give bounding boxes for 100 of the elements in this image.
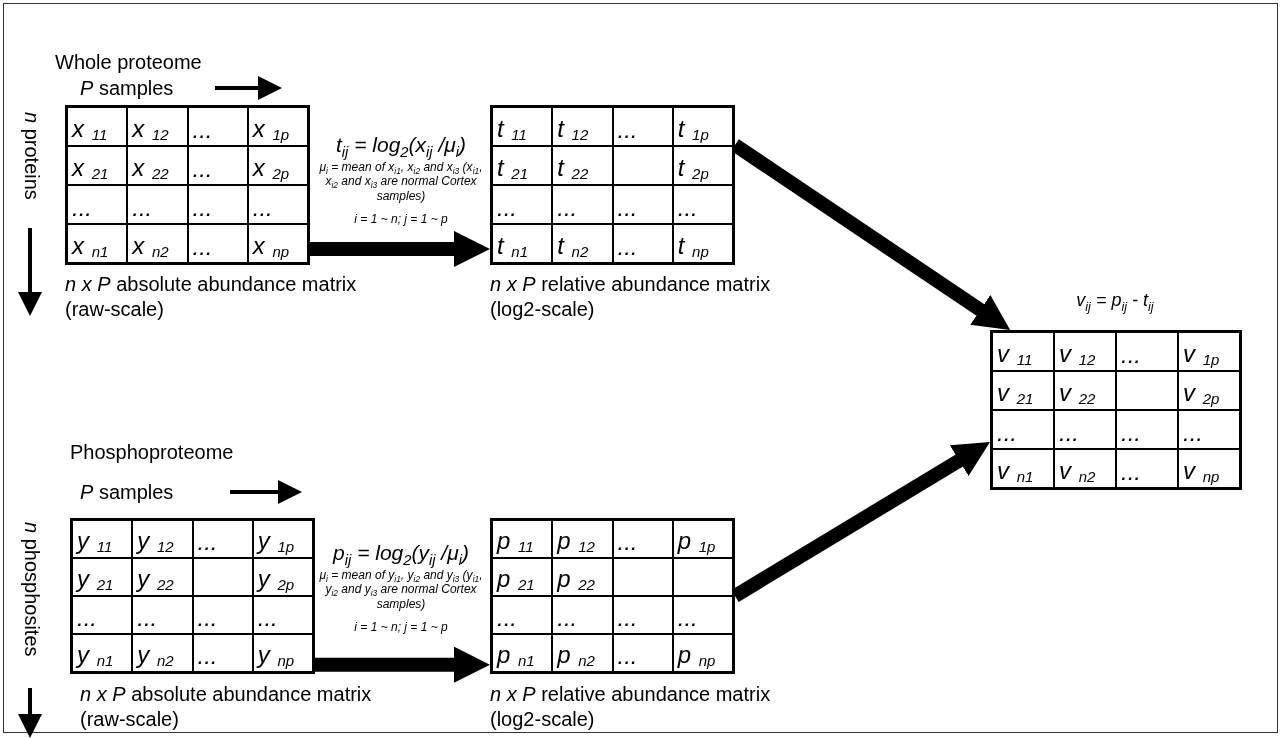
matrix-cell: x $_{11}$	[67, 107, 128, 146]
formula-text: μ$_{i}$ = mean of x$_{i1}$, x$_{i2}$ and x$_{i3}$ (x$_{i1}$, x$_{i2}$ and x$_{i3}$ are normal Cortex samples)	[318, 160, 484, 204]
matrix-caption: n x P absolute abundance matrix (raw-scale)	[65, 272, 358, 322]
matrix-cell: ...	[492, 596, 553, 634]
matrix-cell: ...	[492, 185, 553, 224]
heading-text: Whole proteome	[55, 50, 203, 74]
formula-text: i = 1 ~ n; j = 1 ~ p	[353, 212, 449, 227]
matrix-table	[490, 518, 735, 674]
matrix-cell: ...	[187, 146, 248, 185]
matrix-cell: t $_{2p}$	[672, 146, 733, 185]
block-arrow	[310, 231, 490, 267]
formula-text: μ$_{i}$ = mean of y$_{i1}$, y$_{i2}$ and y$_{i3}$ (y$_{i1}$, y$_{i2}$ and y$_{i3}$ are normal Cortex samples)	[318, 568, 484, 612]
matrix-cell: t $_{np}$	[672, 224, 733, 263]
matrix-cell: ...	[552, 185, 613, 224]
matrix-caption: n x P relative abundance matrix (log2-scale)	[490, 682, 772, 732]
matrix-cell: ...	[672, 596, 733, 634]
matrix-cell: ...	[1116, 449, 1178, 488]
matrix-cell: ...	[612, 224, 673, 263]
matrix-table	[490, 105, 735, 265]
matrix-cell: v $_{1p}$	[1178, 332, 1240, 371]
matrix-cell: ...	[612, 596, 673, 634]
matrix-table	[70, 518, 315, 674]
matrix-cell: v $_{2p}$	[1178, 371, 1240, 410]
matrix-cell: y $_{1p}$	[252, 520, 313, 558]
matrix-cell: v $_{21}$	[992, 371, 1054, 410]
formula-text: t$_{ij}$ = log$_{2}$(x$_{ij}$ /μ$_{i}$)	[335, 132, 467, 158]
matrix-caption: n x P relative abundance matrix (log2-scale)	[490, 272, 772, 322]
matrix-cell: y $_{np}$	[252, 634, 313, 672]
matrix-cell: ...	[72, 596, 133, 634]
matrix-cell: ...	[612, 185, 673, 224]
matrix-cell: t $_{21}$	[492, 146, 553, 185]
matrix-cell: ...	[992, 410, 1054, 449]
empty-cell	[612, 558, 673, 596]
matrix-cell: v $_{n2}$	[1054, 449, 1116, 488]
matrix-table	[65, 105, 310, 265]
matrix-cell: t $_{12}$	[552, 107, 613, 146]
formula-text: v$_{ij}$ = p$_{ij}$ - t$_{ij}$	[1075, 290, 1155, 312]
matrix-cell: y $_{n2}$	[132, 634, 193, 672]
matrix-cell: ...	[132, 596, 193, 634]
empty-cell	[672, 558, 733, 596]
matrix-cell: ...	[67, 185, 128, 224]
matrix-cell: v $_{12}$	[1054, 332, 1116, 371]
formula-text: i = 1 ~ n; j = 1 ~ p	[353, 620, 449, 635]
matrix-cell: y $_{n1}$	[72, 634, 133, 672]
matrix-cell: ...	[187, 185, 248, 224]
empty-cell	[192, 558, 253, 596]
matrix-cell: ...	[552, 596, 613, 634]
matrix-cell: y $_{12}$	[132, 520, 193, 558]
matrix-cell: ...	[1116, 410, 1178, 449]
matrix-cell: ...	[247, 185, 308, 224]
matrix-cell: ...	[672, 185, 733, 224]
heading-text: P samples	[80, 480, 175, 504]
matrix-cell: p $_{22}$	[552, 558, 613, 596]
matrix-cell: ...	[612, 634, 673, 672]
matrix-caption: n x P absolute abundance matrix (raw-scale)	[80, 682, 373, 732]
axis-label: n proteins	[22, 112, 42, 200]
axis-label: n phosphosites	[22, 522, 42, 657]
matrix-cell: t $_{n2}$	[552, 224, 613, 263]
block-arrow	[315, 646, 490, 683]
matrix-cell: x $_{1p}$	[247, 107, 308, 146]
matrix-cell: p $_{12}$	[552, 520, 613, 558]
matrix-cell: ...	[252, 596, 313, 634]
matrix-cell: ...	[127, 185, 188, 224]
matrix-cell: ...	[612, 520, 673, 558]
empty-cell	[612, 146, 673, 185]
empty-cell	[1116, 371, 1178, 410]
matrix-cell: x $_{n2}$	[127, 224, 188, 263]
matrix-cell: ...	[187, 107, 248, 146]
matrix-cell: x $_{2p}$	[247, 146, 308, 185]
matrix-cell: ...	[1054, 410, 1116, 449]
matrix-cell: t $_{11}$	[492, 107, 553, 146]
matrix-cell: x $_{12}$	[127, 107, 188, 146]
matrix-cell: v $_{n1}$	[992, 449, 1054, 488]
matrix-cell: p $_{n1}$	[492, 634, 553, 672]
matrix-cell: x $_{n1}$	[67, 224, 128, 263]
heading-text: Phosphoproteome	[70, 440, 235, 464]
matrix-cell: ...	[187, 224, 248, 263]
matrix-cell: x $_{np}$	[247, 224, 308, 263]
matrix-cell: t $_{1p}$	[672, 107, 733, 146]
matrix-cell: ...	[192, 520, 253, 558]
matrix-cell: y $_{21}$	[72, 558, 133, 596]
matrix-cell: p $_{21}$	[492, 558, 553, 596]
matrix-cell: ...	[192, 596, 253, 634]
matrix-cell: ...	[192, 634, 253, 672]
matrix-cell: ...	[1178, 410, 1240, 449]
matrix-cell: y $_{22}$	[132, 558, 193, 596]
matrix-cell: ...	[1116, 332, 1178, 371]
matrix-cell: v $_{11}$	[992, 332, 1054, 371]
matrix-cell: y $_{11}$	[72, 520, 133, 558]
matrix-cell: p $_{1p}$	[672, 520, 733, 558]
matrix-cell: t $_{n1}$	[492, 224, 553, 263]
matrix-cell: x $_{21}$	[67, 146, 128, 185]
matrix-cell: x $_{22}$	[127, 146, 188, 185]
matrix-table	[990, 330, 1242, 490]
matrix-cell: p $_{n2}$	[552, 634, 613, 672]
matrix-cell: y $_{2p}$	[252, 558, 313, 596]
heading-text: P samples	[80, 76, 175, 100]
formula-text: p$_{ij}$ = log$_{2}$(y$_{ij}$ /μ$_{i}$)	[331, 540, 470, 566]
matrix-cell: v $_{np}$	[1178, 449, 1240, 488]
matrix-cell: v $_{22}$	[1054, 371, 1116, 410]
